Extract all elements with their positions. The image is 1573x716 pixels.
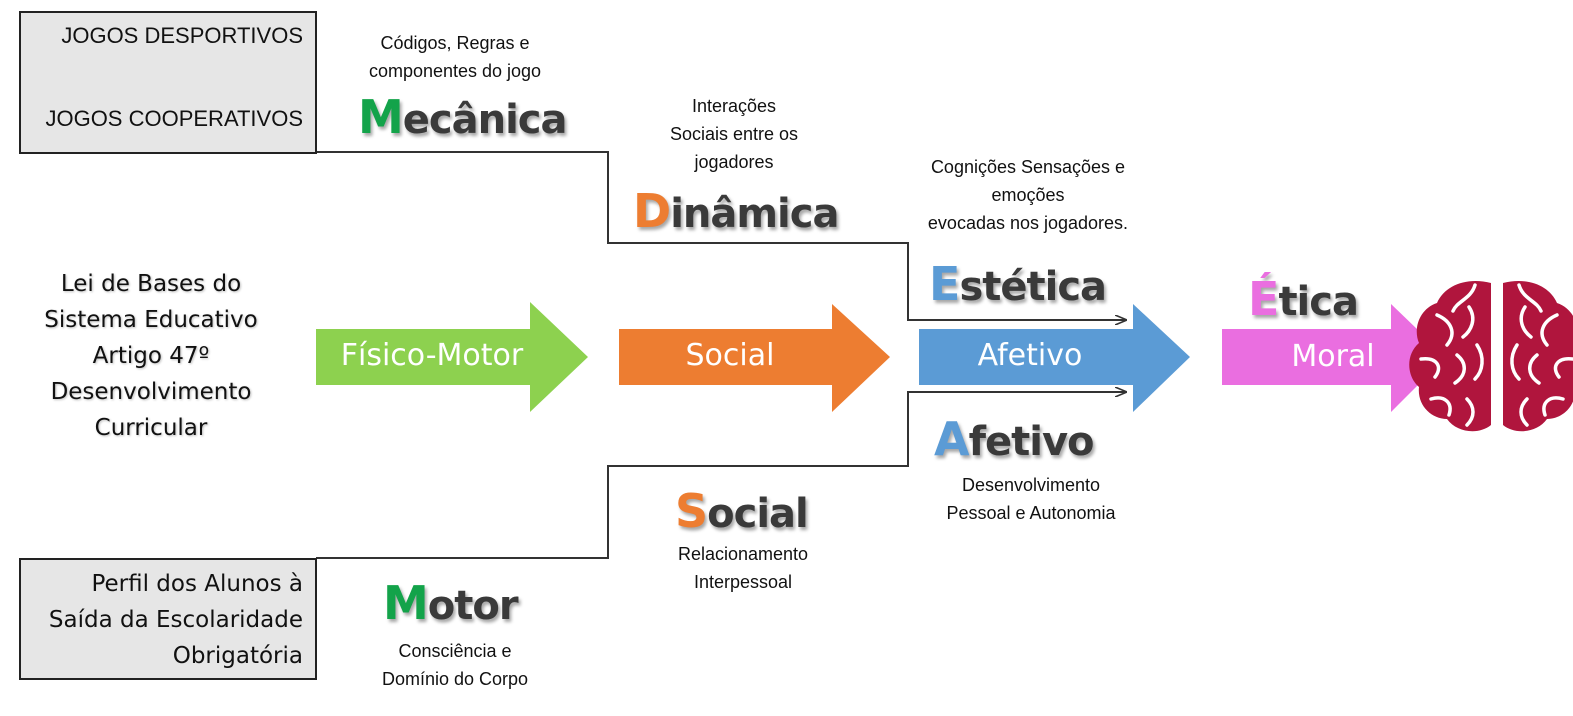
- mecanica-desc-line2: componentes do jogo: [368, 61, 542, 81]
- afetivo-initial: A: [934, 412, 970, 466]
- perfil-line2: Saída da Escolaridade: [48, 607, 303, 633]
- social-desc-line1: Relacionamento: [677, 544, 809, 564]
- mecanica-title: Mecânica: [358, 90, 568, 144]
- etica-title: Ética: [1248, 272, 1359, 326]
- dinamica-desc-line1: Interações: [691, 96, 777, 116]
- estetica-rest: stética: [959, 264, 1107, 310]
- mecanica-desc-line1: Códigos, Regras e: [380, 33, 530, 53]
- social-desc-line2: Interpessoal: [693, 572, 793, 592]
- motor-description: Consciência e Domínio do Corpo: [355, 637, 555, 693]
- perfil-line3: Obrigatória: [172, 643, 303, 669]
- dinamica-desc-line3: jogadores: [694, 152, 774, 172]
- lower-connector-line: [316, 392, 1126, 559]
- perfil-text: Perfil dos Alunos à Saída da Escolaridad…: [13, 566, 303, 674]
- social-rest: ocial: [707, 491, 809, 537]
- estetica-desc-line3: evocadas nos jogadores.: [927, 213, 1129, 233]
- etica-rest: tica: [1278, 279, 1359, 325]
- afetivo-description: Desenvolvimento Pessoal e Autonomia: [916, 471, 1146, 527]
- jogos-cooperativos-label: JOGOS COOPERATIVOS: [45, 106, 303, 131]
- afetivo-title: Afetivo: [934, 412, 1095, 466]
- dinamica-desc-line2: Sociais entre os: [669, 124, 799, 144]
- motor-initial: M: [383, 576, 429, 630]
- motor-desc-line1: Consciência e: [398, 641, 512, 661]
- dinamica-title: Dinâmica: [633, 184, 839, 238]
- estetica-title: Estética: [929, 257, 1107, 311]
- fisico-motor-label: Físico-Motor: [340, 338, 524, 373]
- social-title: Social: [675, 484, 809, 538]
- mecanica-description: Códigos, Regras e componentes do jogo: [345, 29, 565, 85]
- lei-line1: Lei de Bases do: [60, 271, 242, 297]
- afetivo-desc-line1: Desenvolvimento: [961, 475, 1101, 495]
- afetivo-arrow-label: Afetivo: [977, 338, 1083, 373]
- afetivo-arrow: [919, 304, 1190, 412]
- moral-arrow: [1222, 304, 1446, 412]
- social-arrow: [619, 304, 890, 412]
- dinamica-rest: inâmica: [670, 191, 839, 237]
- lei-line2: Sistema Educativo: [44, 307, 258, 333]
- jogos-desportivos-label: JOGOS DESPORTIVOS: [61, 23, 303, 48]
- afetivo-desc-line2: Pessoal e Autonomia: [946, 503, 1116, 523]
- mecanica-initial: M: [358, 90, 404, 144]
- lei-line4: Desenvolvimento: [50, 379, 252, 405]
- dinamica-description: Interações Sociais entre os jogadores: [634, 92, 834, 176]
- upper-connector-line: [316, 151, 1126, 320]
- estetica-initial: E: [929, 257, 960, 311]
- motor-title: Motor: [383, 576, 519, 630]
- lei-line3: Artigo 47º: [92, 343, 210, 369]
- social-description: Relacionamento Interpessoal: [643, 540, 843, 596]
- fisico-motor-arrow: [316, 302, 588, 412]
- jogos-box: JOGOS DESPORTIVOS JOGOS COOPERATIVOS: [19, 11, 317, 154]
- estetica-desc-line1: Cognições Sensações e: [930, 157, 1126, 177]
- dinamica-initial: D: [633, 184, 671, 238]
- afetivo-rest: fetivo: [968, 419, 1095, 465]
- brain-icon: [1409, 281, 1573, 432]
- motor-desc-line2: Domínio do Corpo: [381, 669, 529, 689]
- moral-arrow-label: Moral: [1291, 339, 1375, 374]
- estetica-desc-line2: emoções: [991, 185, 1065, 205]
- lei-de-bases-text: Lei de Bases do Sistema Educativo Artigo…: [20, 266, 282, 446]
- lei-line5: Curricular: [94, 415, 208, 441]
- etica-initial: É: [1248, 272, 1279, 326]
- mecanica-rest: ecânica: [402, 97, 568, 143]
- estetica-description: Cognições Sensações e emoções evocadas n…: [903, 153, 1153, 237]
- perfil-line1: Perfil dos Alunos à: [91, 571, 303, 597]
- motor-rest: otor: [427, 583, 519, 629]
- social-arrow-label: Social: [685, 338, 775, 373]
- social-initial: S: [675, 484, 708, 538]
- perfil-box: Perfil dos Alunos à Saída da Escolaridad…: [19, 558, 317, 680]
